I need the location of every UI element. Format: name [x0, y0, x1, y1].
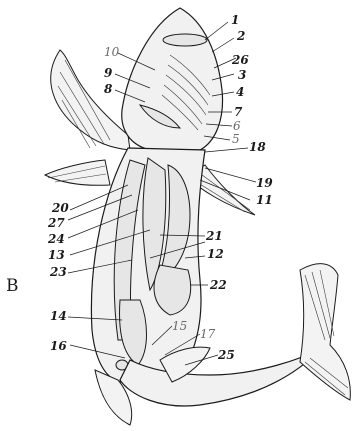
label-16: 16	[50, 339, 67, 353]
label-2: 2	[236, 29, 245, 43]
label-10: 10	[104, 45, 120, 59]
label-8: 8	[104, 82, 113, 96]
label-17: 17	[200, 327, 216, 341]
label-1: 1	[231, 13, 239, 27]
left-ventral-fin	[45, 160, 110, 185]
label-3: 3	[238, 68, 246, 82]
label-9: 9	[104, 66, 113, 80]
left-pectoral-fin	[51, 50, 130, 150]
label-11: 11	[256, 193, 273, 207]
label-19: 19	[256, 176, 273, 190]
label-22: 22	[209, 278, 227, 292]
label-25: 25	[217, 348, 235, 362]
label-27: 27	[47, 216, 65, 230]
label-26: 26	[231, 53, 249, 67]
fish-head	[122, 8, 223, 150]
label-12: 12	[207, 247, 224, 261]
label-4: 4	[236, 85, 244, 99]
label-13: 13	[48, 248, 65, 262]
label-20: 20	[51, 201, 69, 215]
label-6: 6	[233, 119, 241, 133]
label-24: 24	[47, 232, 65, 246]
mouth-opening	[163, 34, 207, 46]
label-23: 23	[49, 265, 67, 279]
label-18: 18	[249, 140, 266, 154]
label-14: 14	[50, 309, 67, 323]
label-15: 15	[172, 319, 187, 333]
label-5: 5	[232, 132, 240, 146]
label-21: 21	[205, 229, 223, 243]
label-7: 7	[234, 105, 243, 119]
